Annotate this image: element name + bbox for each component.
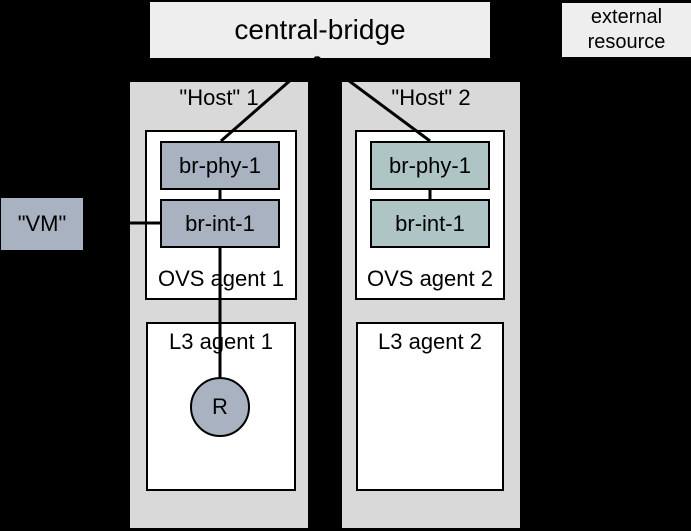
host1-br-phy-node: br-phy-1	[160, 141, 280, 190]
ovs-agent-2-label: OVS agent 2	[367, 266, 493, 291]
vm-node: "VM"	[1, 198, 83, 250]
host2-br-int-node: br-int-1	[370, 199, 490, 248]
host1-br-int-label: br-int-1	[185, 210, 255, 236]
l3-agent-1-label: L3 agent 1	[169, 329, 273, 354]
host-2-label: "Host" 2	[391, 85, 471, 110]
host2-br-phy-node: br-phy-1	[370, 141, 490, 190]
vm-label: "VM"	[17, 211, 67, 236]
external-resource-label: external resource	[587, 6, 666, 53]
host1-br-int-node: br-int-1	[160, 199, 280, 248]
host2-br-phy-label: br-phy-1	[389, 152, 471, 178]
router-node: R	[190, 377, 250, 437]
host2-br-int-label: br-int-1	[395, 210, 465, 236]
host-1-label: "Host" 1	[179, 85, 259, 110]
external-resource-node: external resource	[562, 3, 691, 57]
l3-agent-2-label: L3 agent 2	[378, 329, 482, 354]
host1-br-phy-label: br-phy-1	[179, 152, 261, 178]
central-bridge-label: central-bridge	[234, 14, 406, 45]
ovs-agent-1-label: OVS agent 1	[158, 266, 284, 291]
central-bridge-node: central-bridge	[150, 2, 490, 58]
l3-agent-2-box: L3 agent 2	[356, 322, 504, 491]
router-label: R	[212, 394, 228, 419]
